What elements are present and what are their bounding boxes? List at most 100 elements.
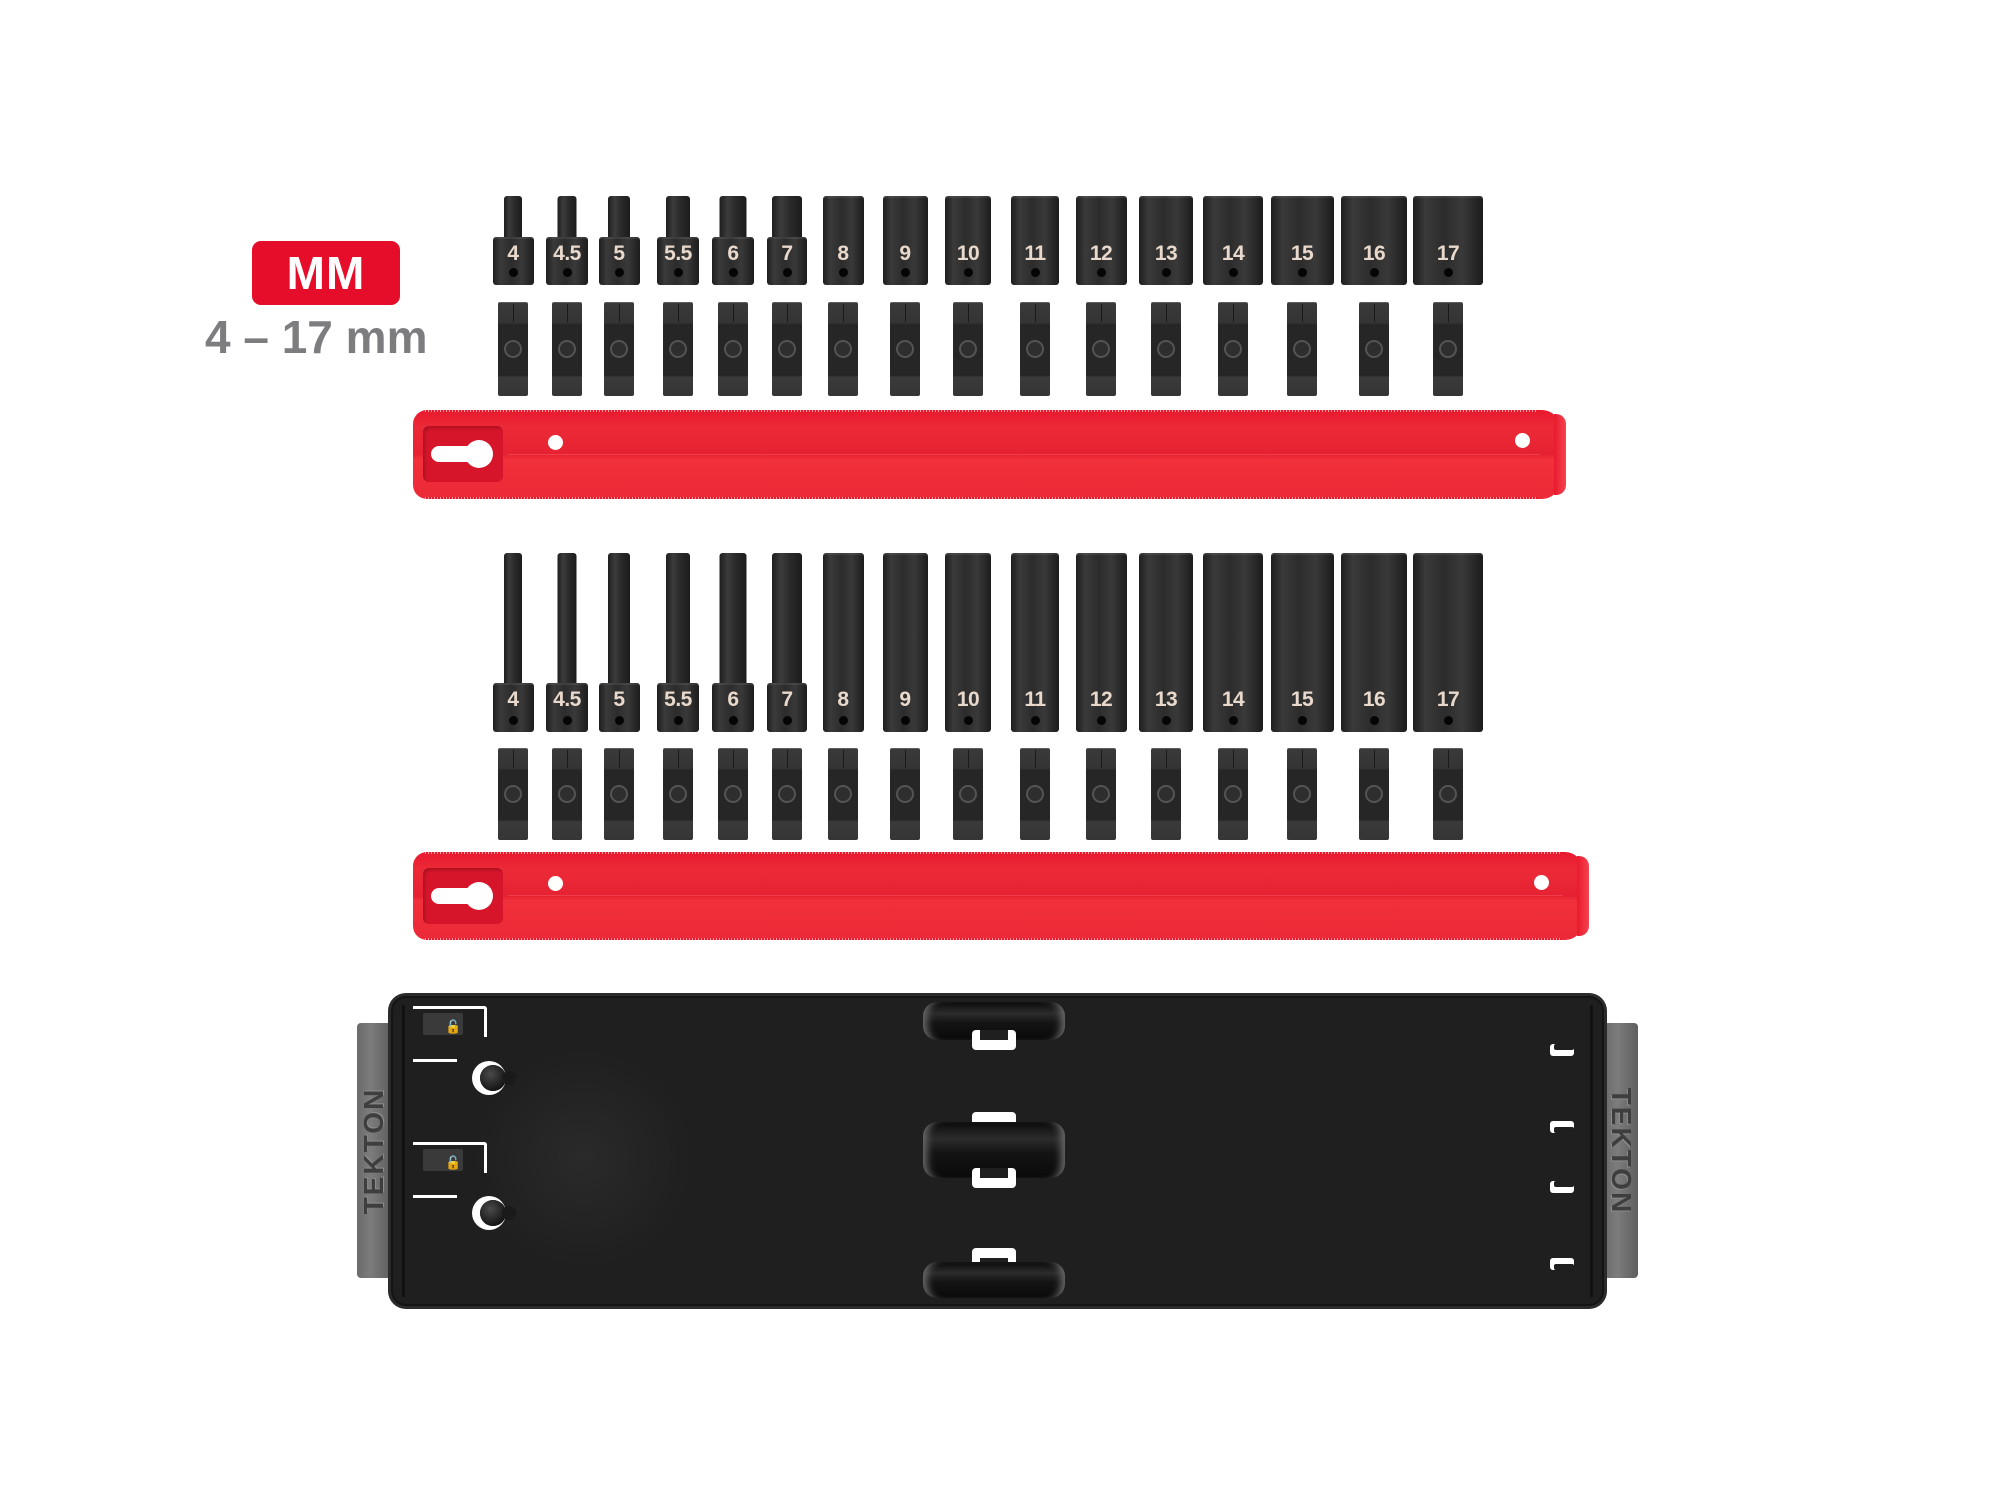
socket-clip[interactable] xyxy=(552,302,582,396)
mounting-hole xyxy=(548,876,563,891)
socket-size-label: 15 xyxy=(1290,242,1314,265)
socket-clip[interactable] xyxy=(890,748,920,840)
socket-deep_sockets[interactable]: 4.5 xyxy=(546,553,588,732)
clip-slot xyxy=(972,1168,1016,1188)
socket-shallow_sockets[interactable]: 11 xyxy=(1011,196,1059,285)
socket-deep_sockets[interactable]: 15 xyxy=(1270,553,1334,732)
socket-deep_sockets[interactable]: 16 xyxy=(1341,553,1407,732)
socket-clip[interactable] xyxy=(552,748,582,840)
socket-deep_sockets[interactable]: 5.5 xyxy=(657,553,699,732)
socket-clip[interactable] xyxy=(1218,748,1248,840)
socket-rail-deep[interactable] xyxy=(413,852,1589,940)
socket-shallow_sockets[interactable]: 14 xyxy=(1203,196,1263,285)
socket-clip[interactable] xyxy=(498,302,528,396)
socket-clip[interactable] xyxy=(1433,302,1463,396)
socket-deep_sockets[interactable]: 14 xyxy=(1203,553,1263,732)
socket-deep_sockets[interactable]: 10 xyxy=(945,553,991,732)
socket-clip[interactable] xyxy=(1218,302,1248,396)
detent-hole xyxy=(508,716,518,725)
socket-clip[interactable] xyxy=(828,302,858,396)
socket-shallow_sockets[interactable]: 4.5 xyxy=(546,196,588,285)
socket-deep_sockets[interactable]: 7 xyxy=(767,553,807,732)
socket-shallow_sockets[interactable]: 5.5 xyxy=(657,196,699,285)
socket-neck xyxy=(719,196,747,237)
socket-shallow_sockets[interactable]: 13 xyxy=(1139,196,1193,285)
socket-shallow_sockets[interactable]: 17 xyxy=(1413,196,1483,285)
socket-neck xyxy=(504,196,522,237)
socket-deep_sockets[interactable]: 4 xyxy=(492,553,534,732)
hex-post-icon xyxy=(1224,340,1242,358)
socket-clip[interactable] xyxy=(953,748,983,840)
tray-clip-bottom[interactable] xyxy=(923,1262,1065,1298)
socket-shallow_sockets[interactable]: 10 xyxy=(945,196,991,285)
hex-post-icon xyxy=(1026,340,1044,358)
detent-hole xyxy=(1161,716,1171,725)
socket-shallow_sockets[interactable]: 12 xyxy=(1075,196,1127,285)
socket-clip[interactable] xyxy=(1020,748,1050,840)
hex-post-icon xyxy=(669,340,687,358)
socket-clip[interactable] xyxy=(604,748,634,840)
mounting-hole xyxy=(548,435,563,450)
socket-clip[interactable] xyxy=(1151,302,1181,396)
socket-clip[interactable] xyxy=(718,748,748,840)
socket-clip[interactable] xyxy=(1086,302,1116,396)
socket-clip[interactable] xyxy=(498,748,528,840)
detent-hole xyxy=(1297,716,1307,725)
rail-latch-1[interactable]: 🔓 xyxy=(413,1006,487,1062)
hex-post-icon xyxy=(1293,785,1311,803)
socket-clip[interactable] xyxy=(1020,302,1050,396)
hex-post-icon xyxy=(1157,785,1175,803)
socket-shallow_sockets[interactable]: 9 xyxy=(882,196,928,285)
socket-size-label: 4 xyxy=(507,688,519,711)
socket-deep_sockets[interactable]: 17 xyxy=(1413,553,1483,732)
socket-clip[interactable] xyxy=(1151,748,1181,840)
hex-post-icon xyxy=(610,785,628,803)
socket-deep_sockets[interactable]: 5 xyxy=(598,553,640,732)
socket-clip[interactable] xyxy=(1287,302,1317,396)
storage-tray[interactable]: 🔓 🔓 xyxy=(388,993,1607,1309)
socket-size-label: 12 xyxy=(1089,242,1113,265)
socket-shallow_sockets[interactable]: 5 xyxy=(598,196,640,285)
socket-shallow_sockets[interactable]: 16 xyxy=(1341,196,1407,285)
socket-shallow_sockets[interactable]: 6 xyxy=(712,196,754,285)
detent-hole xyxy=(614,716,624,725)
socket-shallow_sockets[interactable]: 7 xyxy=(767,196,807,285)
detent-hole xyxy=(1369,268,1379,277)
hex-post-icon xyxy=(1026,785,1044,803)
socket-clip[interactable] xyxy=(718,302,748,396)
detent-hole xyxy=(673,268,683,277)
rail-latch-2[interactable]: 🔓 xyxy=(413,1142,487,1198)
detent-hole xyxy=(963,268,973,277)
socket-clip[interactable] xyxy=(663,748,693,840)
latch-cutout xyxy=(457,1173,487,1198)
socket-deep_sockets[interactable]: 8 xyxy=(822,553,864,732)
socket-deep_sockets[interactable]: 6 xyxy=(712,553,754,732)
socket-clip[interactable] xyxy=(604,302,634,396)
socket-clip[interactable] xyxy=(772,748,802,840)
socket-shallow_sockets[interactable]: 8 xyxy=(822,196,864,285)
socket-shallow_sockets[interactable]: 4 xyxy=(492,196,534,285)
socket-deep_sockets[interactable]: 13 xyxy=(1139,553,1193,732)
hex-post-icon xyxy=(778,340,796,358)
socket-clip[interactable] xyxy=(1359,302,1389,396)
socket-size-label: 5 xyxy=(613,242,625,265)
socket-size-label: 4 xyxy=(507,242,519,265)
socket-shallow_sockets[interactable]: 15 xyxy=(1270,196,1334,285)
socket-neck xyxy=(772,196,802,237)
socket-clip[interactable] xyxy=(890,302,920,396)
socket-clip[interactable] xyxy=(663,302,693,396)
socket-clip[interactable] xyxy=(828,748,858,840)
socket-clip[interactable] xyxy=(772,302,802,396)
socket-clip[interactable] xyxy=(1086,748,1116,840)
socket-deep_sockets[interactable]: 12 xyxy=(1075,553,1127,732)
socket-deep_sockets[interactable]: 11 xyxy=(1011,553,1059,732)
socket-clip[interactable] xyxy=(1359,748,1389,840)
socket-clip[interactable] xyxy=(1433,748,1463,840)
unlock-icon: 🔓 xyxy=(445,1019,462,1034)
socket-rail-shallow[interactable] xyxy=(413,410,1566,499)
socket-deep_sockets[interactable]: 9 xyxy=(882,553,928,732)
socket-clip[interactable] xyxy=(1287,748,1317,840)
socket-clip[interactable] xyxy=(953,302,983,396)
hex-post-icon xyxy=(669,785,687,803)
latch-cutout xyxy=(457,1037,487,1062)
